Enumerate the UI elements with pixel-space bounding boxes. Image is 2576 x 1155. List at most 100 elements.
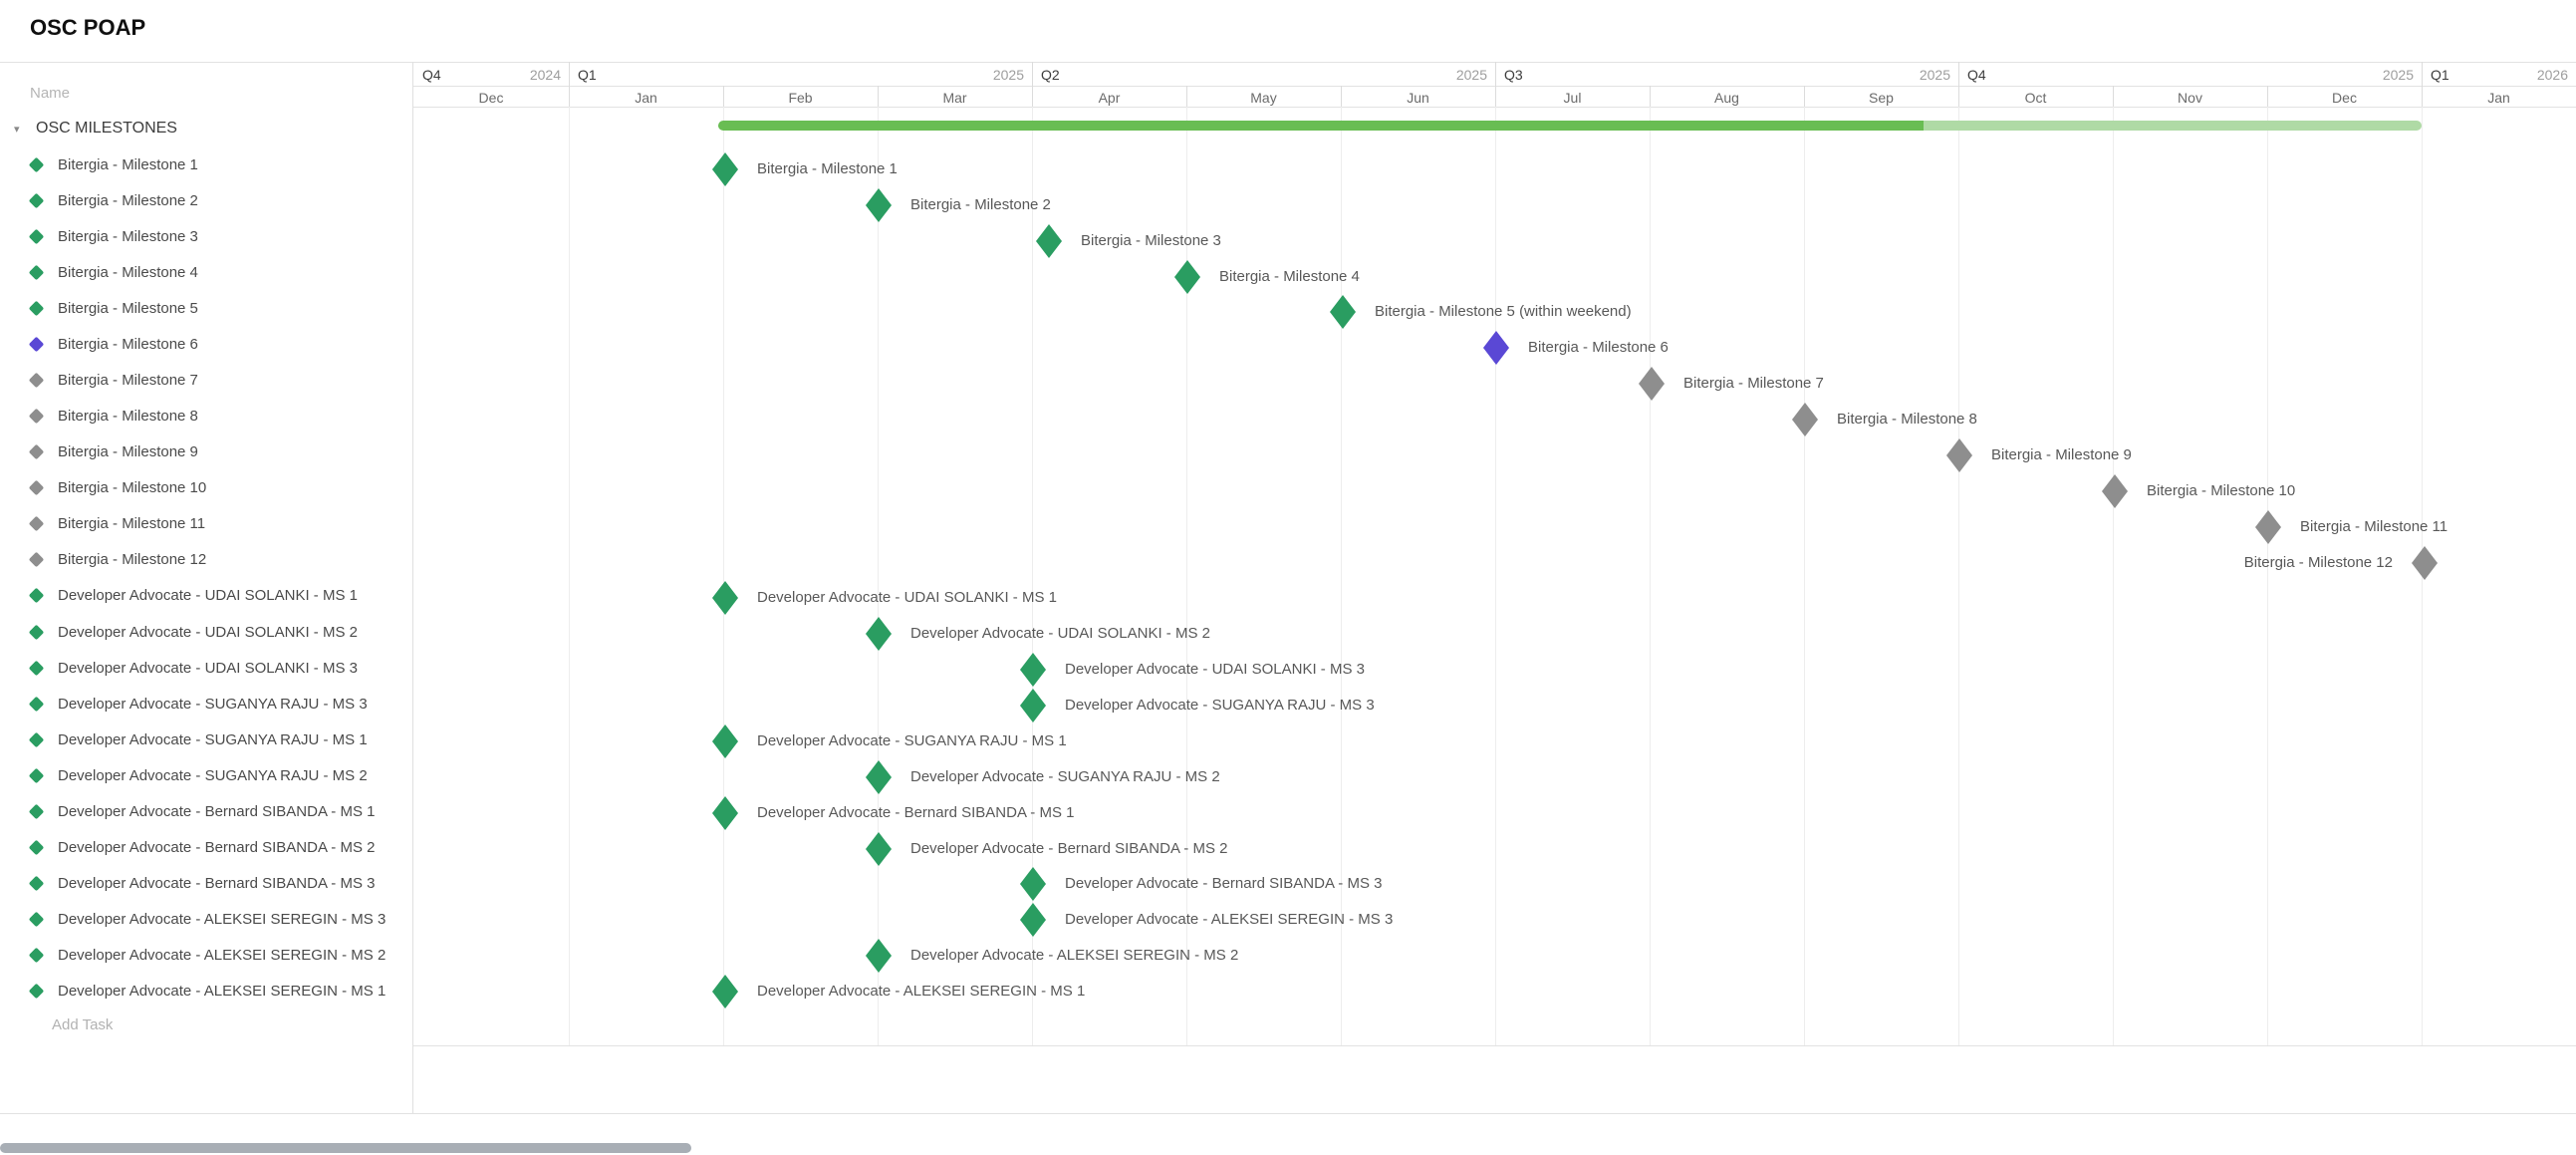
milestone-diamond-icon (28, 731, 45, 747)
chart-milestone-diamond[interactable] (712, 975, 738, 1013)
month-label: Dec (2332, 90, 2357, 106)
sidebar-task-row[interactable]: Bitergia - Milestone 12 (0, 541, 412, 577)
chart-milestone-diamond[interactable] (866, 617, 892, 656)
milestone-diamond-icon (28, 515, 45, 531)
quarter-year-label: 2025 (1455, 67, 1487, 83)
milestone-diamond-icon (28, 983, 45, 999)
chart-milestone-label: Developer Advocate - SUGANYA RAJU - MS 2 (910, 768, 1220, 785)
quarter-year-label: 2025 (992, 67, 1024, 83)
chart-milestone-label: Developer Advocate - UDAI SOLANKI - MS 3 (1065, 661, 1365, 678)
sidebar-task-row[interactable]: Bitergia - Milestone 4 (0, 254, 412, 290)
chart-milestone-diamond[interactable] (2102, 474, 2128, 513)
horizontal-scrollbar-thumb[interactable] (0, 1143, 691, 1153)
chart-milestone-label: Developer Advocate - UDAI SOLANKI - MS 1 (757, 589, 1057, 606)
chart-milestone-diamond[interactable] (866, 760, 892, 799)
month-gridline (1186, 107, 1187, 1045)
chart-milestone-diamond[interactable] (1330, 295, 1356, 334)
sidebar-task-row[interactable]: Bitergia - Milestone 3 (0, 218, 412, 254)
chart-milestone-diamond[interactable] (1946, 438, 1972, 477)
month-label: Aug (1714, 90, 1739, 106)
milestone-diamond-icon (28, 443, 45, 459)
sidebar-task-label: Developer Advocate - SUGANYA RAJU - MS 3 (58, 695, 368, 713)
page-title: OSC POAP (30, 15, 146, 40)
chart-milestone-diamond[interactable] (1792, 403, 1818, 441)
chart-milestone-diamond[interactable] (712, 796, 738, 835)
sidebar-task-label: Bitergia - Milestone 5 (58, 299, 198, 317)
sidebar-task-row[interactable]: Bitergia - Milestone 8 (0, 398, 412, 433)
chart-milestone-diamond[interactable] (1036, 224, 1062, 263)
chart-milestone-diamond[interactable] (866, 188, 892, 227)
chart-milestone-diamond[interactable] (2412, 546, 2438, 585)
sidebar-task-label: Developer Advocate - UDAI SOLANKI - MS 2 (58, 623, 358, 641)
add-task-button[interactable]: Add Task (52, 1016, 114, 1033)
sidebar-task-row[interactable]: Bitergia - Milestone 5 (0, 290, 412, 326)
sidebar-task-label: Developer Advocate - Bernard SIBANDA - M… (58, 838, 376, 856)
chart-milestone-label: Developer Advocate - SUGANYA RAJU - MS 3 (1065, 697, 1375, 714)
month-divider (2113, 86, 2114, 107)
sidebar-task-row[interactable]: Bitergia - Milestone 10 (0, 469, 412, 505)
chart-milestone-label: Developer Advocate - Bernard SIBANDA - M… (1065, 875, 1383, 892)
chart-milestone-diamond[interactable] (712, 152, 738, 191)
sidebar-task-label: Developer Advocate - ALEKSEI SEREGIN - M… (58, 982, 386, 1000)
chart-milestone-diamond[interactable] (1020, 653, 1046, 692)
chart-milestone-label: Bitergia - Milestone 4 (1219, 268, 1360, 285)
sidebar-task-row[interactable]: Developer Advocate - UDAI SOLANKI - MS 2 (0, 614, 412, 650)
sidebar-task-row[interactable]: Developer Advocate - Bernard SIBANDA - M… (0, 829, 412, 865)
sidebar-task-row[interactable]: Developer Advocate - Bernard SIBANDA - M… (0, 865, 412, 901)
chart-milestone-diamond[interactable] (2255, 510, 2281, 549)
sidebar-task-row[interactable]: Bitergia - Milestone 9 (0, 433, 412, 469)
month-divider (723, 86, 724, 107)
sidebar-task-row[interactable]: Developer Advocate - ALEKSEI SEREGIN - M… (0, 901, 412, 937)
quarter-year-label: 2025 (2382, 67, 2414, 83)
sidebar-group-osc-milestones[interactable]: ▾ OSC MILESTONES (0, 115, 412, 143)
sidebar-task-row[interactable]: Developer Advocate - SUGANYA RAJU - MS 2 (0, 757, 412, 793)
chart-milestone-diamond[interactable] (712, 724, 738, 763)
sidebar-task-label: Bitergia - Milestone 3 (58, 227, 198, 245)
chart-milestone-diamond[interactable] (1639, 367, 1665, 406)
milestone-diamond-icon (28, 875, 45, 891)
sidebar-task-row[interactable]: Bitergia - Milestone 7 (0, 362, 412, 398)
project-summary-bar[interactable] (718, 121, 2422, 131)
quarter-divider (1495, 62, 1496, 86)
summary-progress-fill (718, 121, 1924, 131)
sidebar-task-label: Bitergia - Milestone 9 (58, 442, 198, 460)
month-label: Dec (478, 90, 504, 106)
chart-milestone-diamond[interactable] (866, 832, 892, 871)
sidebar-task-label: Bitergia - Milestone 12 (58, 550, 207, 568)
sidebar-task-row[interactable]: Developer Advocate - ALEKSEI SEREGIN - M… (0, 937, 412, 973)
month-label: Sep (1869, 90, 1894, 106)
chart-milestone-diamond[interactable] (1483, 331, 1509, 370)
milestone-diamond-icon (28, 228, 45, 244)
milestone-diamond-icon (28, 911, 45, 927)
sidebar-task-row[interactable]: Developer Advocate - SUGANYA RAJU - MS 3 (0, 686, 412, 722)
sidebar-task-row[interactable]: Developer Advocate - UDAI SOLANKI - MS 1 (0, 577, 412, 613)
month-gridline (878, 107, 879, 1045)
sidebar-task-row[interactable]: Bitergia - Milestone 6 (0, 326, 412, 362)
month-divider (1804, 86, 1805, 107)
collapse-caret-icon[interactable]: ▾ (14, 123, 20, 136)
chart-milestone-diamond[interactable] (866, 939, 892, 978)
chart-milestone-diamond[interactable] (1020, 689, 1046, 727)
sidebar-task-label: Bitergia - Milestone 2 (58, 191, 198, 209)
month-gridline (1032, 107, 1033, 1045)
sidebar-task-row[interactable]: Bitergia - Milestone 2 (0, 182, 412, 218)
chart-milestone-label: Developer Advocate - Bernard SIBANDA - M… (910, 840, 1228, 857)
milestone-diamond-icon (28, 624, 45, 640)
chart-milestone-diamond[interactable] (1020, 867, 1046, 906)
month-gridline (723, 107, 724, 1045)
quarter-label: Q3 (1504, 67, 1523, 83)
sidebar-task-row[interactable]: Bitergia - Milestone 11 (0, 505, 412, 541)
chart-milestone-diamond[interactable] (712, 581, 738, 620)
month-gridline (2113, 107, 2114, 1045)
sidebar-task-row[interactable]: Developer Advocate - UDAI SOLANKI - MS 3 (0, 650, 412, 686)
sidebar-task-row[interactable]: Developer Advocate - Bernard SIBANDA - M… (0, 793, 412, 829)
month-label: May (1250, 90, 1277, 106)
chart-milestone-diamond[interactable] (1174, 260, 1200, 299)
sidebar-task-row[interactable]: Bitergia - Milestone 1 (0, 146, 412, 182)
sidebar-task-row[interactable]: Developer Advocate - ALEKSEI SEREGIN - M… (0, 973, 412, 1009)
chart-milestone-diamond[interactable] (1020, 903, 1046, 942)
header-divider (413, 86, 2576, 87)
quarter-label: Q1 (2431, 67, 2449, 83)
chart-milestone-label: Bitergia - Milestone 8 (1837, 411, 1977, 428)
sidebar-task-row[interactable]: Developer Advocate - SUGANYA RAJU - MS 1 (0, 722, 412, 757)
